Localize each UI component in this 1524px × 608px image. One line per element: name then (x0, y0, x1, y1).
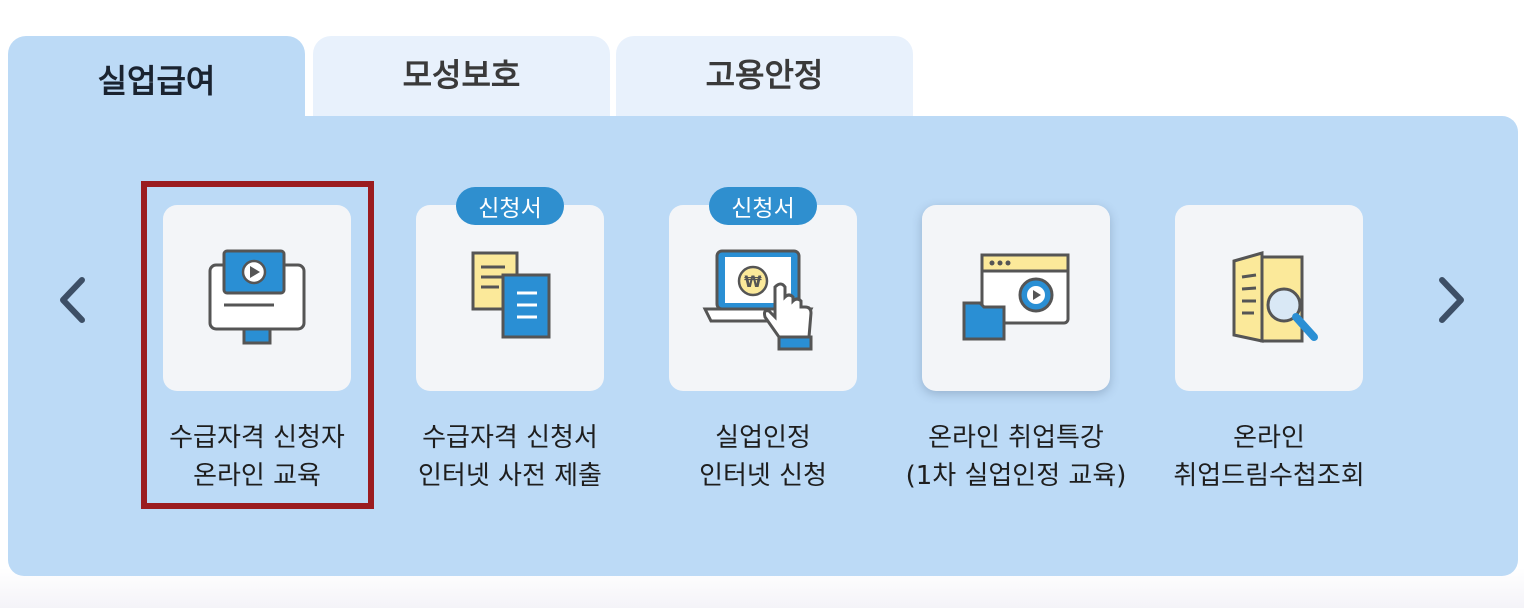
tab-maternity-protection[interactable]: 모성보호 (313, 36, 610, 116)
service-card (163, 205, 351, 391)
service-item-unemployment-recognition[interactable]: 신청서 ₩ 실업인정 인터넷 신청 (669, 187, 857, 491)
service-label-line1: 실업인정 (715, 423, 811, 453)
service-item-online-lecture[interactable]: 온라인 취업특강 (1차 실업인정 교육) (906, 205, 1126, 491)
service-card: 신청서 (416, 187, 604, 391)
tab-employment-stability[interactable]: 고용안정 (616, 36, 913, 116)
svg-text:₩: ₩ (744, 272, 762, 291)
service-label-line1: 수급자격 신청자 (169, 423, 345, 453)
chevron-left-icon (60, 277, 85, 323)
service-label-line2: (1차 실업인정 교육) (905, 461, 1127, 491)
next-arrow-button[interactable] (1432, 270, 1472, 330)
service-label-line2: 인터넷 신청 (699, 461, 827, 491)
service-card (922, 205, 1110, 391)
service-item-application-submit[interactable]: 신청서 수급자격 신청서 인터넷 사전 제출 (416, 187, 604, 491)
service-card (1175, 205, 1363, 391)
service-card: 신청서 ₩ (669, 187, 857, 391)
document-search-icon (1232, 251, 1318, 343)
documents-icon (471, 251, 551, 339)
service-label: 수급자격 신청자 온라인 교육 (123, 419, 391, 495)
service-label-line2: 인터넷 사전 제출 (418, 461, 602, 491)
chevron-right-icon (1439, 277, 1464, 323)
prev-arrow-button[interactable] (52, 270, 92, 330)
service-label-line2: 취업드림수첩조회 (1173, 461, 1365, 491)
tab-label: 모성보호 (402, 56, 521, 94)
monitor-video-icon (208, 249, 306, 345)
service-label-line2: 온라인 교육 (193, 461, 321, 491)
service-item-job-dream-booklet[interactable]: 온라인 취업드림수첩조회 (1173, 205, 1365, 491)
service-label: 수급자격 신청서 인터넷 사전 제출 (376, 419, 644, 495)
service-label-line1: 온라인 취업특강 (928, 423, 1104, 453)
service-item-online-education[interactable]: 수급자격 신청자 온라인 교육 (163, 205, 351, 491)
service-label: 실업인정 인터넷 신청 (629, 419, 897, 495)
tab-label: 고용안정 (705, 56, 824, 94)
laptop-touch-won-icon: ₩ (702, 249, 814, 351)
browser-video-folder-icon (962, 253, 1070, 341)
application-badge: 신청서 (456, 187, 564, 225)
service-label-line1: 온라인 (1233, 423, 1305, 453)
application-badge: 신청서 (709, 187, 817, 225)
service-label: 온라인 취업특강 (1차 실업인정 교육) (882, 419, 1150, 495)
service-label-line1: 수급자격 신청서 (422, 423, 598, 453)
service-label: 온라인 취업드림수첩조회 (1135, 419, 1403, 495)
tab-label: 실업급여 (97, 62, 216, 100)
